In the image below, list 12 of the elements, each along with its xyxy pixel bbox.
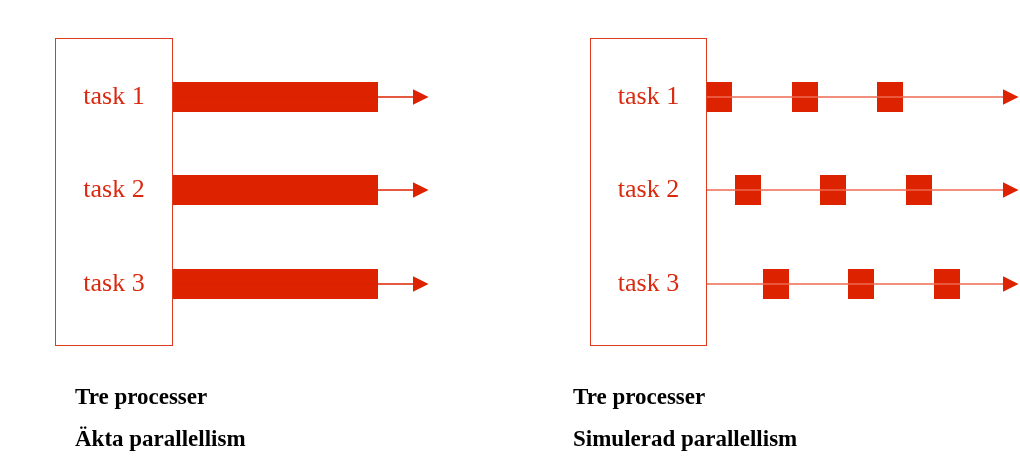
task-label: task 3 — [82, 268, 146, 298]
task-label: task 1 — [82, 81, 146, 111]
task-group-box — [590, 38, 707, 346]
caption-text: Äkta parallellism — [75, 426, 246, 452]
task-group-box — [55, 38, 173, 346]
caption-text: Tre processer — [75, 384, 208, 410]
task-label: task 1 — [616, 81, 681, 111]
caption-text: Tre processer — [573, 384, 706, 410]
task-label: task 3 — [616, 268, 681, 298]
task-label: task 2 — [82, 174, 146, 204]
caption-text: Simulerad parallellism — [573, 426, 798, 452]
task-label: task 2 — [616, 174, 681, 204]
